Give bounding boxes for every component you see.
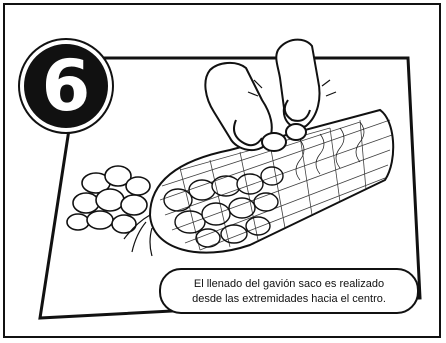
stone-pile [67, 166, 150, 233]
caption-bubble: El llenado del gavión saco es realizado … [159, 268, 419, 314]
gloved-hands [205, 40, 319, 151]
caption-line-1: El llenado del gavión saco es realizado [194, 277, 384, 291]
caption-line-2: desde las extremidades hacia el centro. [192, 292, 386, 306]
step-number-badge: 6 [20, 40, 112, 132]
step-number: 6 [42, 51, 91, 121]
